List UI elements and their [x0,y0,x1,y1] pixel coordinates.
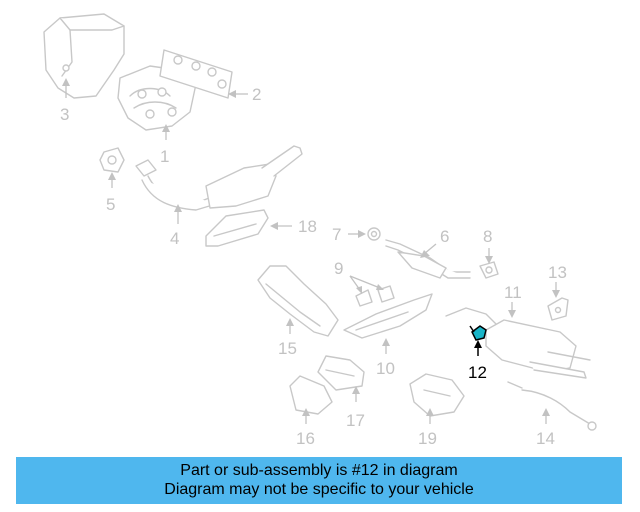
svg-text:15: 15 [278,339,297,358]
svg-text:18: 18 [298,217,317,236]
part-18-heat-shield [205,209,269,247]
svg-text:6: 6 [440,227,449,246]
callout-12[interactable]: 12 [468,340,487,382]
part-2-manifold-gasket [159,49,233,99]
callout-16: 16 [296,408,315,448]
callout-7: 7 [332,225,366,244]
callout-5: 5 [106,172,116,214]
part-5-flange-gasket [99,147,125,173]
svg-text:1: 1 [160,147,169,166]
part-15-tunnel-heat-shield [257,265,339,337]
part-4-front-pipe-catalytic-converter [135,145,303,211]
svg-text:3: 3 [60,105,69,124]
part-12-highlighted-clamp[interactable] [469,325,487,341]
svg-text:9: 9 [334,259,343,278]
svg-text:10: 10 [376,359,395,378]
part-19-shield [409,373,465,417]
part-8-hanger [479,261,499,279]
callout-13: 13 [548,263,567,298]
part-7-clamp [367,227,381,241]
callout-9: 9 [334,259,384,294]
svg-text:14: 14 [536,429,555,448]
callout-2: 2 [228,85,261,104]
svg-text:7: 7 [332,225,341,244]
part-17-bracket [317,355,365,391]
callout-1: 1 [160,124,170,166]
svg-text:5: 5 [106,195,115,214]
part-6-center-pipe-resonator [385,239,471,279]
info-banner: Part or sub-assembly is #12 in diagram D… [16,457,622,504]
svg-text:17: 17 [346,411,365,430]
part-3-engine-cover [43,13,125,99]
callout-11: 11 [504,283,522,318]
part-13-mount [547,297,569,321]
callout-14: 14 [536,408,555,448]
svg-text:4: 4 [170,229,179,248]
part-16-shield [289,375,333,415]
svg-text:11: 11 [504,283,522,302]
callout-15: 15 [278,318,297,358]
callout-4: 4 [170,204,182,248]
part-14-oxygen-sensor [507,381,597,431]
svg-text:16: 16 [296,429,315,448]
callout-10: 10 [376,338,395,378]
callout-19: 19 [418,408,437,448]
callout-6: 6 [420,227,449,258]
part-11-rear-muffler [445,307,591,379]
part-10-heat-shield [343,293,433,339]
svg-text:2: 2 [252,85,261,104]
callout-8: 8 [483,227,493,264]
banner-line-1: Part or sub-assembly is #12 in diagram [180,462,458,479]
svg-text:8: 8 [483,227,492,246]
svg-text:19: 19 [418,429,437,448]
callout-3: 3 [60,78,70,124]
svg-text:12: 12 [468,363,487,382]
callout-17: 17 [346,386,365,430]
callout-18: 18 [270,217,317,236]
svg-text:13: 13 [548,263,567,282]
part-9-brackets [355,285,395,307]
banner-line-2: Diagram may not be specific to your vehi… [164,481,474,498]
